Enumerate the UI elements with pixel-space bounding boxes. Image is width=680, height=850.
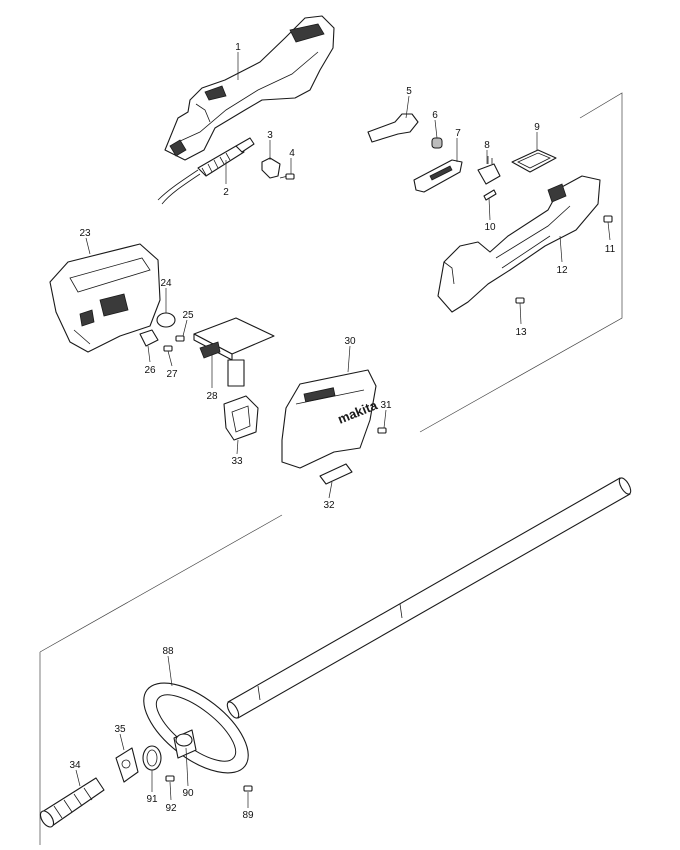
- label-91: 91: [146, 794, 158, 805]
- part-1-handle-housing: [164, 15, 335, 161]
- label-6: 6: [432, 110, 438, 121]
- label-13: 13: [515, 327, 527, 338]
- label-92: 92: [165, 803, 177, 814]
- part-labels: 1 2 3 4 5 6 7 8 9 10 11 12 13 23 24 25 2…: [69, 42, 615, 821]
- label-30: 30: [344, 336, 356, 347]
- part-10-pin: [483, 189, 497, 201]
- part-12-rear-handle: [437, 175, 601, 313]
- label-5: 5: [406, 86, 412, 97]
- label-2: 2: [223, 187, 229, 198]
- part-30-front-cover: makita: [281, 369, 380, 469]
- label-4: 4: [289, 148, 295, 159]
- part-11-screw: [603, 215, 613, 223]
- part-27-screw: [163, 345, 173, 352]
- label-1: 1: [235, 42, 241, 53]
- part-89-screw: [243, 785, 253, 792]
- assembly-frames: [39, 92, 623, 845]
- part-4-screw: [279, 173, 295, 180]
- part-88-loop-handle: [143, 682, 249, 774]
- label-27: 27: [166, 369, 178, 380]
- part-5-switch-lever: [367, 113, 419, 143]
- label-89: 89: [242, 810, 254, 821]
- label-31: 31: [380, 400, 392, 411]
- part-33-terminal: [223, 395, 259, 441]
- part-13-screw: [515, 297, 525, 304]
- label-90: 90: [182, 788, 194, 799]
- label-11: 11: [605, 244, 616, 255]
- part-26-clip: [139, 329, 159, 347]
- shaft-tube: [226, 477, 632, 719]
- label-3: 3: [267, 130, 273, 141]
- part-92-screw: [165, 775, 175, 782]
- part-24-band: [156, 312, 176, 328]
- label-28: 28: [206, 391, 218, 402]
- label-26: 26: [144, 365, 156, 376]
- part-91-band: [142, 745, 162, 771]
- label-10: 10: [484, 222, 496, 233]
- part-2-cable: [157, 137, 255, 205]
- part-35-bracket: [115, 747, 139, 783]
- part-31-screw: [377, 427, 387, 434]
- part-90-clamp: [175, 733, 193, 747]
- part-8-switch: [477, 156, 501, 185]
- label-9: 9: [534, 122, 540, 133]
- label-12: 12: [556, 265, 568, 276]
- part-23-housing: [49, 243, 161, 353]
- leader-lines: [75, 52, 611, 808]
- part-28-controller: [193, 317, 275, 387]
- label-7: 7: [455, 128, 461, 139]
- part-3-bracket: [261, 157, 281, 179]
- label-35: 35: [114, 724, 126, 735]
- part-9-button: [511, 149, 557, 173]
- part-6-spring: [431, 137, 443, 149]
- label-32: 32: [323, 500, 335, 511]
- label-88: 88: [162, 646, 174, 657]
- part-25-screw: [175, 335, 185, 342]
- label-25: 25: [182, 310, 194, 321]
- part-32-label: [319, 463, 353, 485]
- part-7-lock-lever: [413, 159, 463, 193]
- part-34-grip: [39, 777, 105, 828]
- label-34: 34: [69, 760, 81, 771]
- label-8: 8: [484, 140, 490, 151]
- label-33: 33: [231, 456, 243, 467]
- label-24: 24: [160, 278, 172, 289]
- label-23: 23: [79, 228, 91, 239]
